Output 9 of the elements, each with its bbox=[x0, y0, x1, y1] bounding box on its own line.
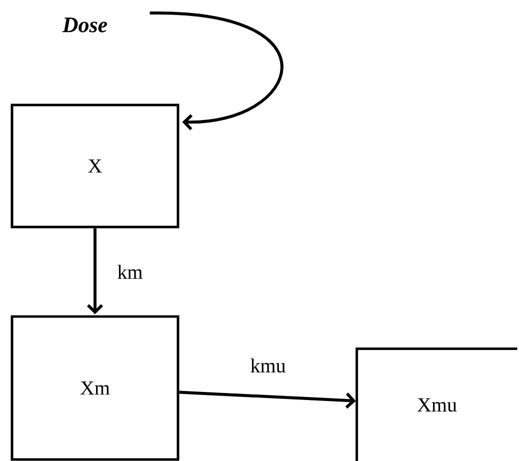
compartment-box: Xmu bbox=[356, 348, 518, 461]
arrow bbox=[150, 12, 284, 130]
compartment-box: Xm bbox=[10, 315, 180, 461]
compartment-box: X bbox=[10, 104, 180, 228]
edge-label: kmu bbox=[249, 357, 287, 374]
dose-label: Dose bbox=[62, 18, 108, 32]
edge-label: km bbox=[116, 264, 144, 280]
arrow bbox=[86, 228, 104, 314]
arrow bbox=[179, 390, 356, 409]
